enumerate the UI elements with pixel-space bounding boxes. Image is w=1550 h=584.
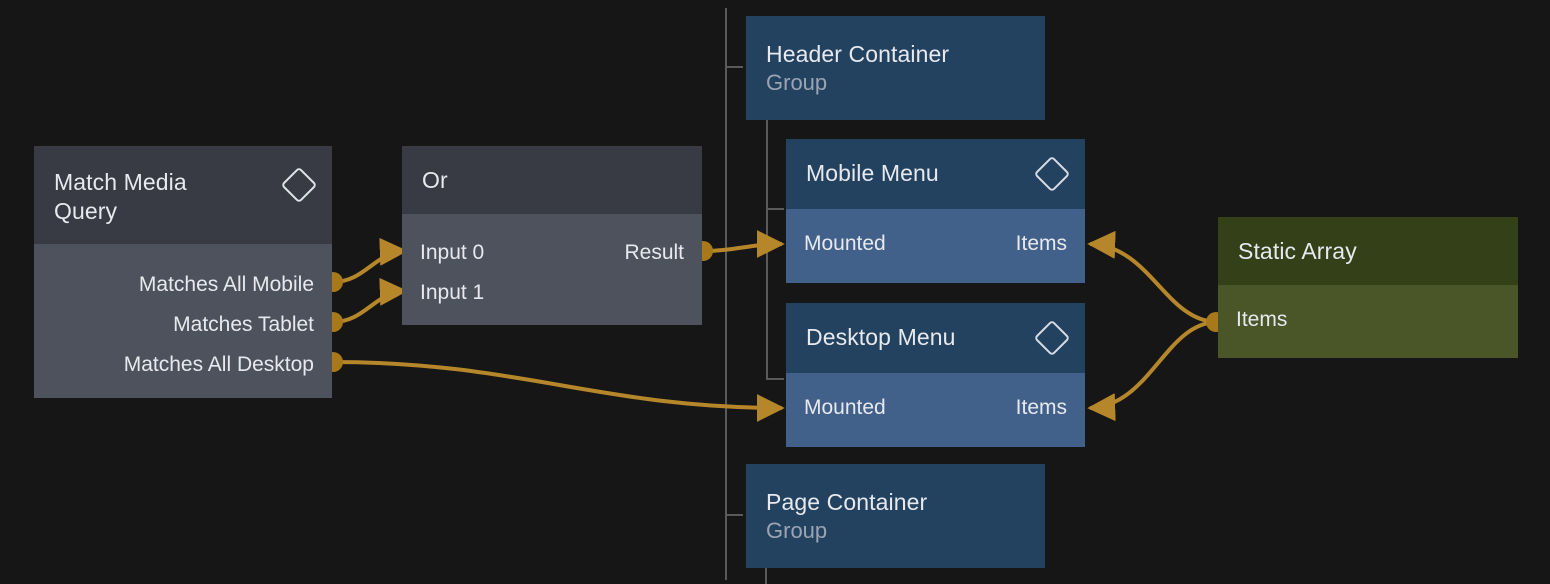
edge-result-to-mobile-mounted — [702, 230, 785, 259]
edge-mobile-to-input0 — [332, 237, 408, 284]
node-header[interactable]: Match Media Query — [34, 146, 332, 244]
port-row-mounted[interactable]: Mounted Items — [786, 227, 1085, 259]
node-title: Match Media Query — [54, 169, 187, 224]
node-match-media-query[interactable]: Match Media Query Matches All Mobile Mat… — [34, 146, 332, 398]
edge-array-to-mobile-items — [1087, 230, 1217, 324]
port-row-matches-all-mobile[interactable]: Matches All Mobile — [34, 268, 332, 300]
tree-guide-branch-page — [725, 514, 743, 516]
tree-guide-branch-desktop — [766, 378, 784, 380]
tree-guide-trunk — [725, 8, 727, 580]
node-header[interactable]: Page Container Group — [746, 464, 1045, 568]
tree-guide-trunk-continue — [765, 566, 767, 584]
node-subtitle: Group — [766, 70, 828, 95]
edge-tablet-to-input1 — [332, 277, 408, 324]
node-body: Items — [1218, 285, 1518, 358]
port-row-input-1[interactable]: Input 1 — [402, 276, 702, 308]
node-subtitle: Group — [766, 518, 828, 543]
port-label: Matches Tablet — [173, 312, 314, 336]
node-title: Mobile Menu — [806, 160, 939, 186]
node-header[interactable]: Header Container Group — [746, 16, 1045, 120]
port-label: Mounted — [804, 231, 886, 255]
node-header[interactable]: Static Array — [1218, 217, 1518, 285]
port-label: Matches All Desktop — [123, 352, 314, 376]
port-label: Items — [1015, 231, 1067, 255]
port-label: Result — [624, 240, 684, 264]
node-title: Or — [422, 167, 448, 193]
port-label: Items — [1015, 395, 1067, 419]
port-row-mounted[interactable]: Mounted Items — [786, 391, 1085, 423]
node-body: Mounted Items — [786, 373, 1085, 447]
port-row-items[interactable]: Items — [1218, 303, 1518, 335]
node-title: Static Array — [1238, 238, 1357, 264]
node-mobile-menu[interactable]: Mobile Menu Mounted Items — [786, 139, 1085, 283]
node-title: Desktop Menu — [806, 324, 956, 350]
node-header[interactable]: Mobile Menu — [786, 139, 1085, 209]
node-or[interactable]: Or Input 0 Result Input 1 — [402, 146, 702, 325]
edge-array-to-desktop-items — [1087, 320, 1217, 422]
port-row-matches-tablet[interactable]: Matches Tablet — [34, 308, 332, 340]
port-label: Input 0 — [420, 240, 485, 264]
diamond-icon[interactable] — [280, 166, 318, 204]
node-body: Input 0 Result Input 1 — [402, 214, 702, 325]
node-page-container[interactable]: Page Container Group — [746, 464, 1045, 568]
node-desktop-menu[interactable]: Desktop Menu Mounted Items — [786, 303, 1085, 447]
node-body: Matches All Mobile Matches Tablet Matche… — [34, 244, 332, 398]
diamond-icon[interactable] — [1033, 155, 1071, 193]
port-row-input-0[interactable]: Input 0 Result — [402, 236, 702, 268]
edge-desktop-to-desktop-mounted — [332, 360, 785, 422]
port-label: Matches All Mobile — [138, 272, 314, 296]
node-header[interactable]: Or — [402, 146, 702, 214]
port-row-matches-all-desktop[interactable]: Matches All Desktop — [34, 348, 332, 380]
node-title: Page Container — [766, 489, 928, 515]
node-title: Header Container — [766, 41, 950, 67]
node-header[interactable]: Desktop Menu — [786, 303, 1085, 373]
port-label: Mounted — [804, 395, 886, 419]
node-static-array[interactable]: Static Array Items — [1218, 217, 1518, 358]
tree-guide-branch-header — [725, 66, 743, 68]
diamond-icon[interactable] — [1033, 319, 1071, 357]
port-label: Input 1 — [420, 280, 485, 304]
tree-guide-subtrunk — [766, 118, 768, 380]
port-label: Items — [1236, 307, 1288, 331]
node-header-container[interactable]: Header Container Group — [746, 16, 1045, 120]
tree-guide-branch-mobile — [766, 208, 784, 210]
node-body: Mounted Items — [786, 209, 1085, 283]
